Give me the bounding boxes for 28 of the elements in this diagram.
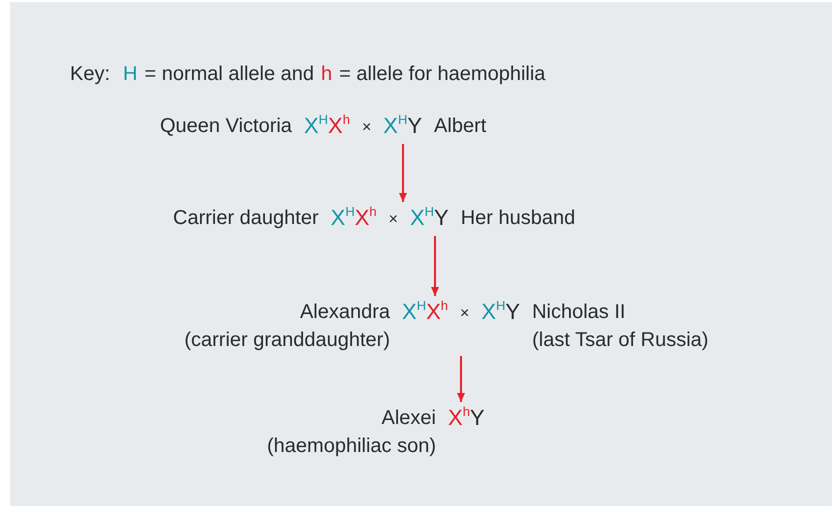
person-description: (last Tsar of Russia) [532,328,708,353]
person-name: Queen Victoria [160,114,292,139]
person-name: Her husband [460,206,576,231]
arrow [399,144,407,202]
key-text: = normal allele and [144,62,314,87]
allele-symbol: H [123,62,138,87]
person-name: Nicholas II [532,300,626,325]
cross-symbol: × [388,210,398,230]
cross-symbol: × [362,118,372,138]
person-name: Alexei [382,406,436,431]
genotype: X$^{H}$Y [383,112,422,140]
arrow [431,236,439,296]
arrow [457,356,465,402]
person-name: Carrier daughter [173,206,319,231]
allele-symbol: h [321,62,332,87]
genotype: X$^{H}$X$^{h}$ [304,112,350,140]
key-text: = allele for haemophilia [339,62,546,87]
person-description: (haemophiliac son) [267,434,436,459]
genotype: X$^{H}$Y [410,204,449,232]
genotype: X$^{h}$Y [448,404,485,432]
genotype: X$^{H}$X$^{h}$ [330,204,377,232]
genotype: X$^{H}$X$^{h}$ [402,298,448,326]
person-name: Albert [434,114,486,139]
person-name: Alexandra [300,300,390,325]
person-description: (carrier granddaughter) [184,328,390,353]
genotype: X$^{H}$Y [481,298,520,326]
key-text: Key: [70,62,110,87]
cross-symbol: × [460,304,470,324]
